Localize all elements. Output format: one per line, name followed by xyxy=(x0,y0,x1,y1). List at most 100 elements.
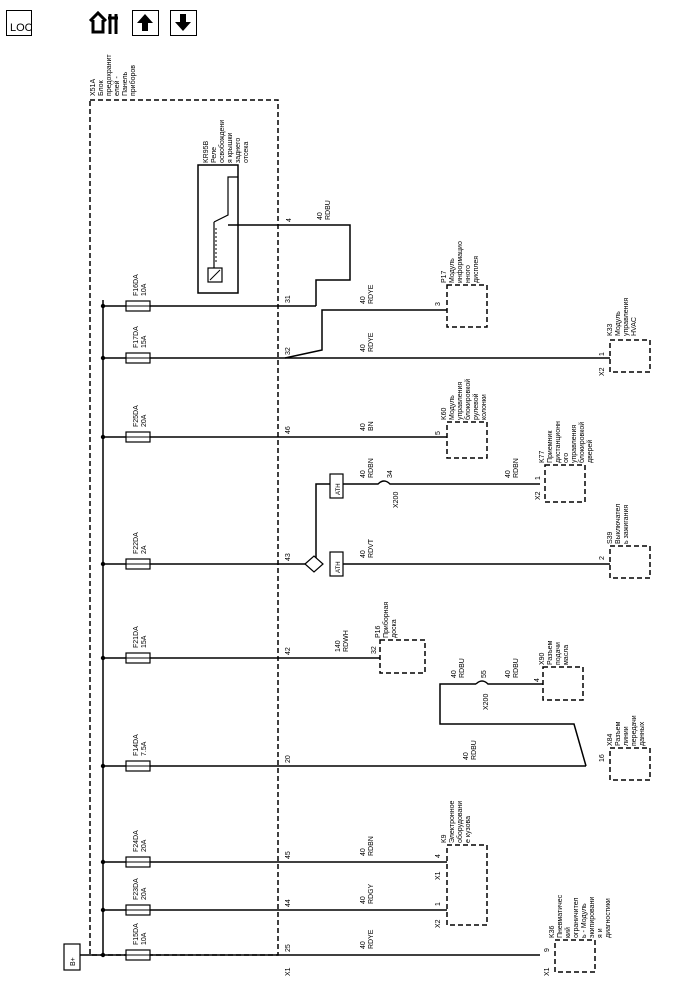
fuse-rating-F15DA: 10A xyxy=(141,932,148,945)
component-id-X90: X90 xyxy=(539,652,546,665)
fuse-block-id: X51A xyxy=(90,79,97,96)
wire-color-10: RDBU xyxy=(471,740,478,760)
component-connector-a-K9: X1 xyxy=(435,871,442,880)
ath-label-lower: ATH xyxy=(336,561,342,573)
arrow-down-icon[interactable] xyxy=(170,10,197,36)
component-id-K9: K9 xyxy=(441,834,448,843)
power-source-box xyxy=(63,943,81,971)
component-name-K60-line-3: рулевой xyxy=(472,393,480,420)
fuse-pin-F14DA: 20 xyxy=(285,755,292,763)
wire-gauge-5: 40 xyxy=(505,470,512,478)
component-name-K33-line-1: управления xyxy=(623,298,630,336)
wire-gauge-1: 40 xyxy=(360,296,367,304)
component-id-K36: K36 xyxy=(549,925,556,938)
relay-box xyxy=(197,164,239,294)
relay-name-line-1: освобождени xyxy=(218,120,226,163)
component-name-K77-line-0: Приемник xyxy=(547,430,554,463)
wire-gauge-8: 40 xyxy=(451,670,458,678)
component-name-K77-line-1: дистанционн xyxy=(555,421,562,463)
fuse-id-F21DA: F21DA xyxy=(133,626,140,648)
fuse-id-F23DA: F23DA xyxy=(133,878,140,900)
wire-color-9: RDBU xyxy=(513,658,520,678)
wire-color-4: RDBN xyxy=(368,458,375,478)
component-pin-K33: 1 xyxy=(599,352,606,356)
component-connector-K36: X1 xyxy=(544,967,551,976)
x200-pin-a: 34 xyxy=(387,470,394,478)
component-name-K77-line-4: блокировкой xyxy=(578,422,586,463)
home-nav-icon[interactable] xyxy=(86,8,120,38)
component-box-X84 xyxy=(609,747,651,781)
ath-box-upper xyxy=(329,473,344,499)
component-connector-K33: X2 xyxy=(599,367,606,376)
fuse-block-name-line-0: Блок xyxy=(98,79,105,96)
wire-gauge-12: 40 xyxy=(360,896,367,904)
x200-id-a: X200 xyxy=(393,492,400,508)
x200-id-b: X200 xyxy=(483,694,490,710)
fuse-pin-F16DA: 31 xyxy=(285,295,292,303)
wire-gauge-0: 40 xyxy=(317,212,324,220)
component-name-K36-line-1: кий xyxy=(564,927,572,938)
arrow-up-icon[interactable] xyxy=(132,10,159,36)
fuse-block-outline xyxy=(89,99,279,956)
relay-name-line-2: я крышки xyxy=(227,133,234,163)
component-id-K60: K60 xyxy=(441,407,448,420)
component-name-X84-line-0: Разъем xyxy=(615,721,622,746)
relay-switch xyxy=(213,176,238,268)
wire-color-11: RDBN xyxy=(368,836,375,856)
relay-pin: 4 xyxy=(286,218,293,222)
wire-gauge-2: 40 xyxy=(360,344,367,352)
x200-wire-34 xyxy=(343,480,540,485)
wire-gauge-11: 40 xyxy=(360,848,367,856)
fuse-pin-F23DA: 44 xyxy=(285,899,292,907)
relay-name-line-4: отсека xyxy=(243,142,250,163)
arrow-down-glyph-icon xyxy=(175,14,191,31)
x200-pin-b: 55 xyxy=(481,670,488,678)
component-box-K33 xyxy=(609,339,651,373)
component-box-K36 xyxy=(554,939,596,973)
component-pin-P16: 32 xyxy=(371,646,378,654)
component-pin-K60: 5 xyxy=(435,431,442,435)
component-box-K60 xyxy=(446,421,488,459)
fuse-rating-F25DA: 20A xyxy=(141,414,148,427)
component-name-X84-line-1: линии xyxy=(623,726,630,746)
wire-gauge-3: 40 xyxy=(360,423,367,431)
fuse-block-name-line-1: предохранит xyxy=(106,54,113,96)
wire-color-6: RDVT xyxy=(368,538,375,558)
component-name-K77-line-3: управления xyxy=(571,425,578,463)
component-name-K77-line-5: дверей xyxy=(586,440,594,463)
fuse-pin-F15DA: 25 xyxy=(285,944,292,952)
component-name-K36-line-3: ь - Модуль xyxy=(581,903,588,938)
fuse-id-F24DA: F24DA xyxy=(133,830,140,852)
component-name-P17-line-0: Модуль xyxy=(449,258,456,283)
fuse-rating-F23DA: 20A xyxy=(141,887,148,900)
component-name-K36-line-0: Пневматичес xyxy=(557,894,564,938)
component-name-P16-line-1: доска xyxy=(391,619,398,638)
component-name-K36-line-2: ограничител xyxy=(573,898,580,938)
component-name-X84-line-2: передачи xyxy=(631,715,638,746)
power-source-label: B+ xyxy=(70,957,77,966)
component-pin-S39: 2 xyxy=(599,556,606,560)
fuse-rating-F24DA: 20A xyxy=(141,839,148,852)
component-name-S39-line-0: Выключател xyxy=(615,504,622,544)
loc-icon[interactable]: LOC xyxy=(6,10,33,36)
relay-id: KR95B xyxy=(203,140,210,163)
ath-bypass-wire xyxy=(315,483,330,564)
wire-color-3: BN xyxy=(368,421,375,431)
fuse-id-F16DA: F16DA xyxy=(133,274,140,296)
fuse-block-connector: X1 xyxy=(285,967,292,976)
wire-gauge-13: 40 xyxy=(360,941,367,949)
component-pin-a-K9: 4 xyxy=(435,854,442,858)
component-box-S39 xyxy=(609,545,651,579)
fuse-rating-F14DA: 7.5A xyxy=(141,741,148,756)
fuse-id-F14DA: F14DA xyxy=(133,734,140,756)
component-box-K9 xyxy=(446,844,488,926)
component-id-X84: X84 xyxy=(607,733,614,746)
x200-wire-55 xyxy=(439,683,587,767)
component-name-P16-line-0: Приборная xyxy=(382,602,390,638)
arrow-up-glyph-icon xyxy=(137,14,153,31)
ath-label-upper: ATH xyxy=(336,483,342,495)
fuse-pin-F22DA: 43 xyxy=(285,553,292,561)
wire-color-13: RDYE xyxy=(368,929,375,949)
component-box-X90 xyxy=(542,666,584,701)
